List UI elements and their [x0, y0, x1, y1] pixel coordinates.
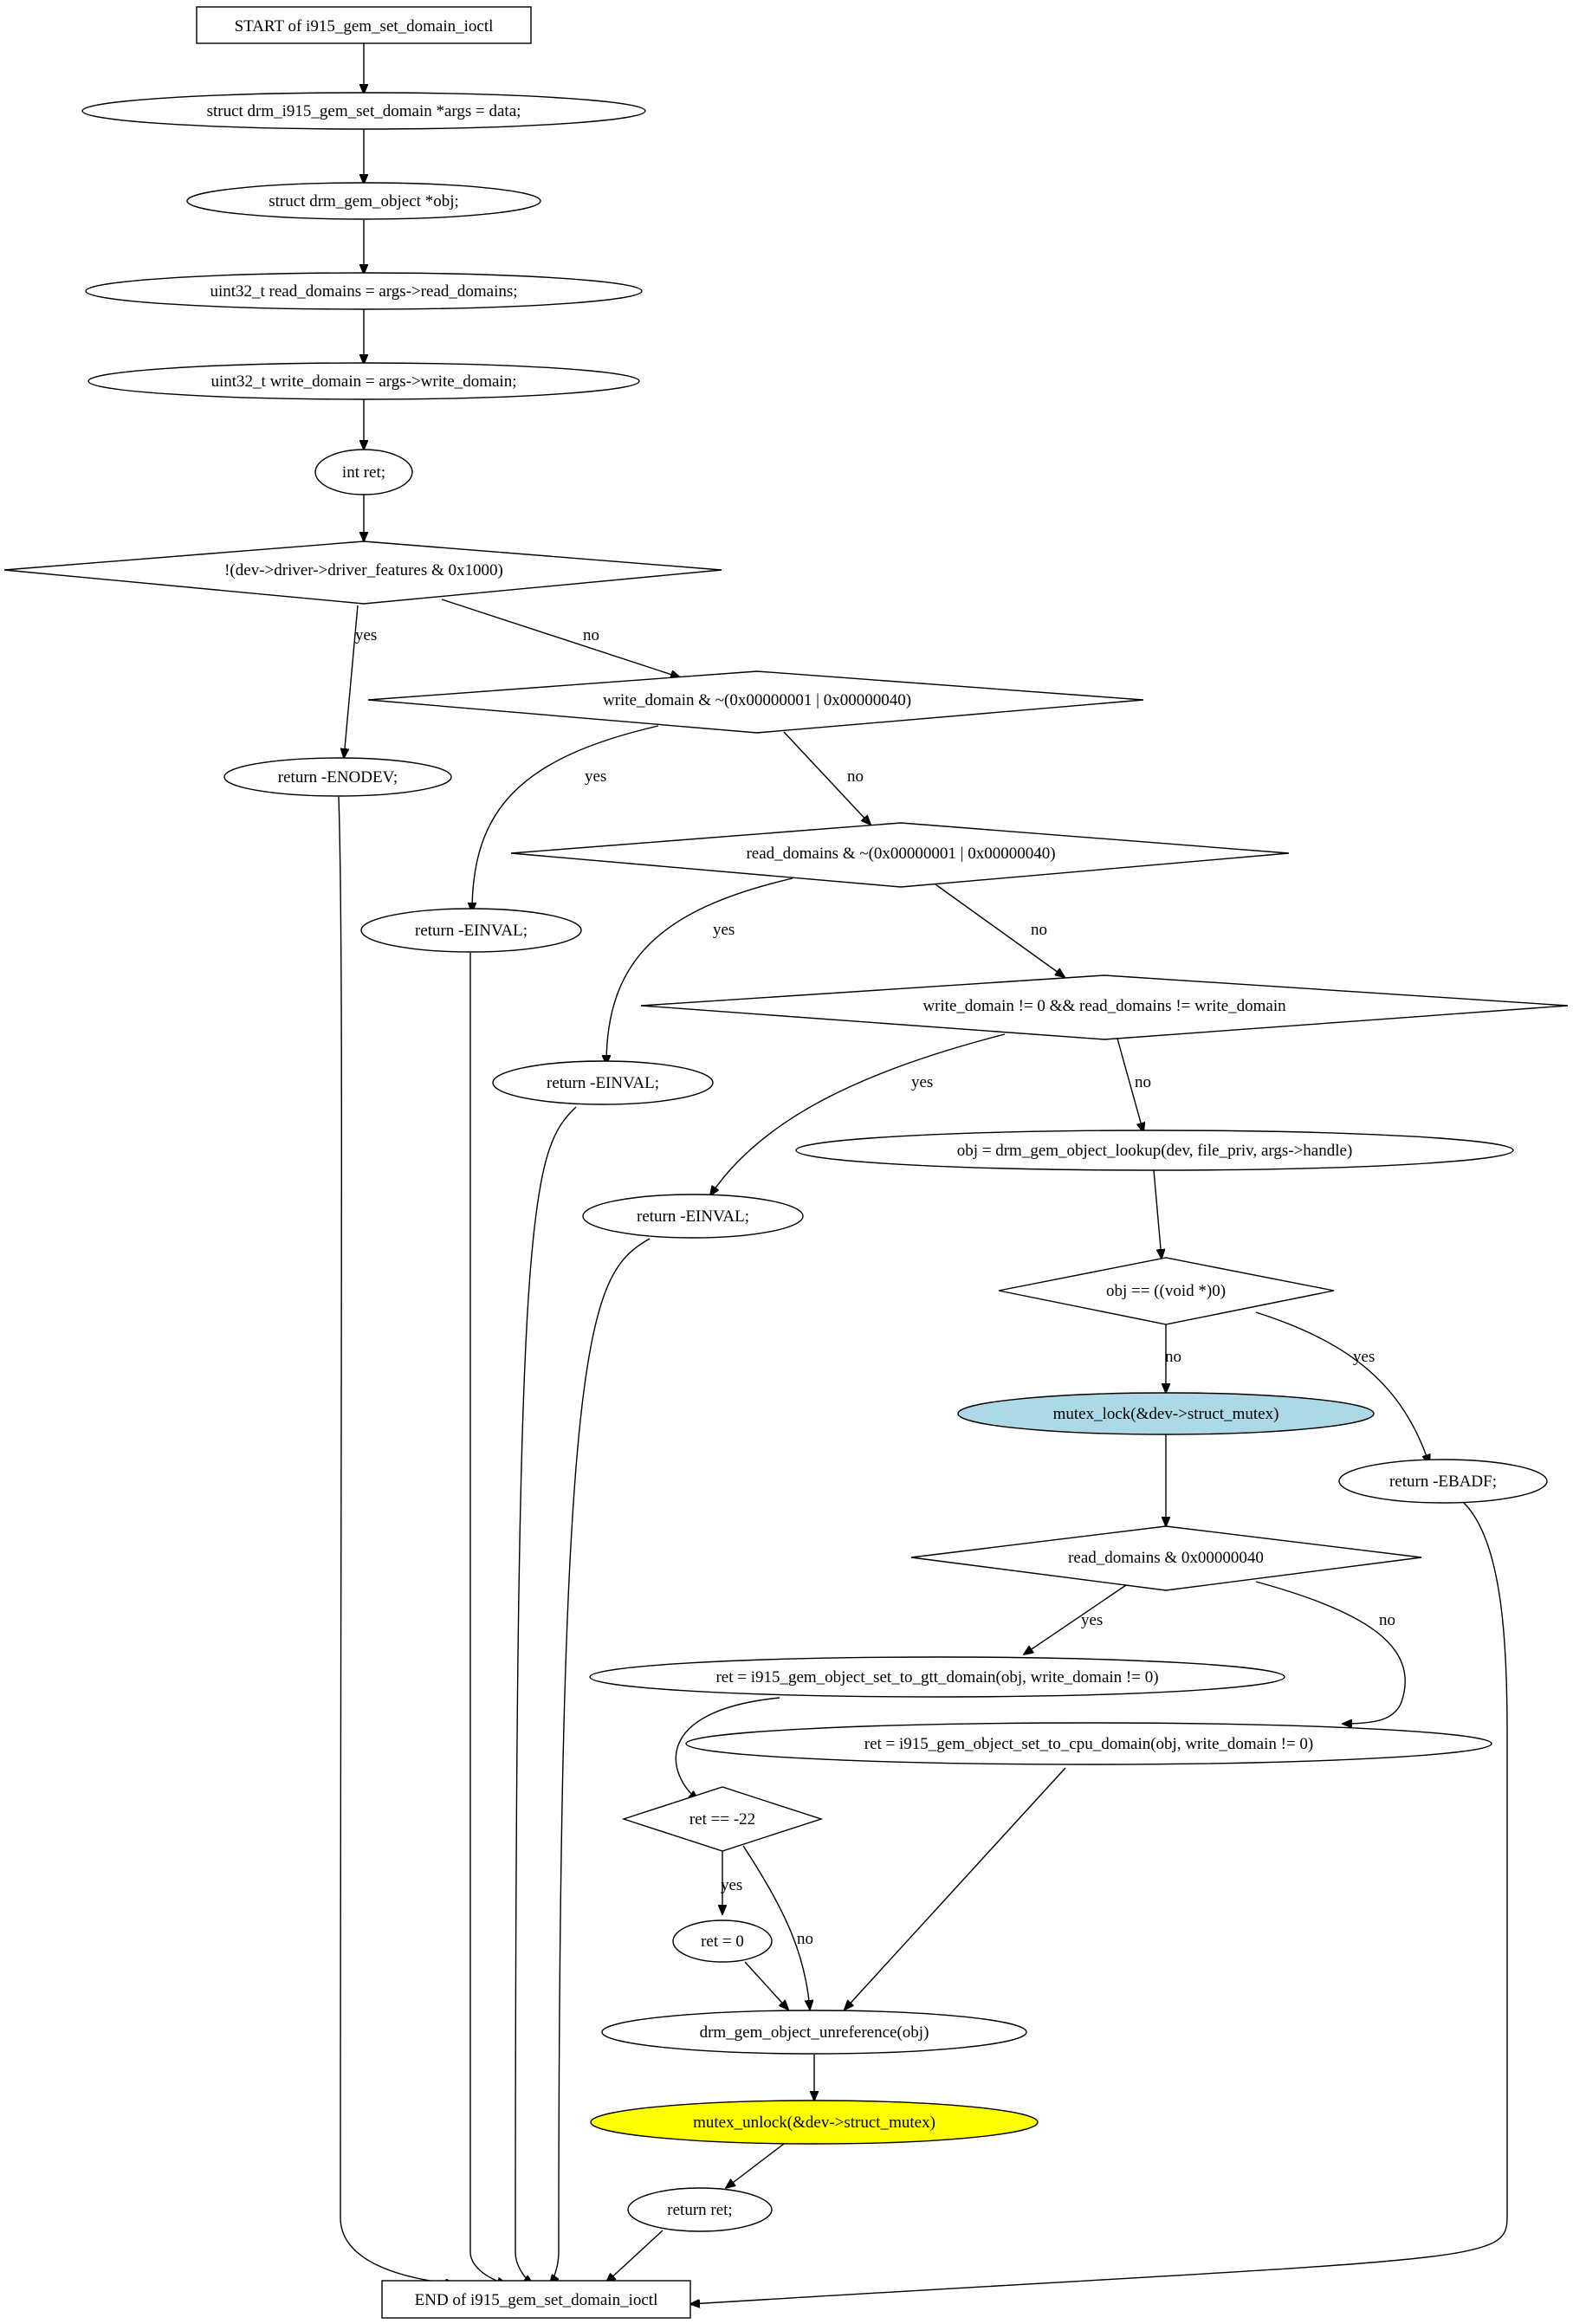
node-ret-einval-1: return -EINVAL;	[360, 908, 582, 953]
node-cond-gtt: read_domains & 0x00000040	[910, 1525, 1422, 1591]
edge-condret-unref	[742, 1845, 810, 2010]
svg-text:uint32_t read_domains = args->: uint32_t read_domains = args->read_domai…	[210, 282, 517, 301]
svg-text:return -EBADF;: return -EBADF;	[1389, 1473, 1497, 1491]
node-mutex-lock: mutex_lock(&dev->struct_mutex)	[957, 1392, 1375, 1435]
node-mutex-unlock: mutex_unlock(&dev->struct_mutex)	[590, 2100, 1039, 2145]
label-condgtt-no: no	[1379, 1611, 1395, 1629]
svg-text:mutex_unlock(&dev->struct_mute: mutex_unlock(&dev->struct_mutex)	[693, 2114, 935, 2132]
svg-text:int ret;: int ret;	[342, 463, 385, 482]
node-cond-write-ne: write_domain != 0 && read_domains != wri…	[640, 974, 1569, 1040]
node-ret-einval-2: return -EINVAL;	[492, 1060, 714, 1105]
svg-text:return -EINVAL;: return -EINVAL;	[547, 1074, 659, 1092]
svg-text:uint32_t write_domain = args->: uint32_t write_domain = args->write_doma…	[211, 372, 517, 391]
node-unref: drm_gem_object_unreference(obj)	[601, 2010, 1027, 2055]
node-read-domains: uint32_t read_domains = args->read_domai…	[85, 272, 643, 310]
svg-text:ret = 0: ret = 0	[701, 1932, 744, 1951]
svg-text:struct drm_i915_gem_set_domain: struct drm_i915_gem_set_domain *args = d…	[207, 102, 521, 120]
node-cond-read-mask: read_domains & ~(0x00000001 | 0x00000040…	[510, 822, 1290, 888]
node-return-ret: return ret;	[627, 2187, 773, 2232]
svg-text:ret = i915_gem_object_set_to_c: ret = i915_gem_object_set_to_cpu_domain(…	[864, 1735, 1313, 1753]
svg-text:struct drm_gem_object *obj;: struct drm_gem_object *obj;	[269, 192, 459, 210]
svg-text:obj = drm_gem_object_lookup(de: obj = drm_gem_object_lookup(dev, file_pr…	[957, 1142, 1353, 1160]
label-writene-yes: yes	[911, 1073, 933, 1091]
edge-labels: yes no yes no yes no yes no no yes yes n…	[355, 626, 1395, 1948]
edge-writene-einval3	[710, 1033, 1006, 1195]
edge-enodev-end	[338, 796, 455, 2284]
edge-setgtt-condret	[675, 1697, 780, 1800]
svg-text:obj == ((void *)0): obj == ((void *)0)	[1106, 1282, 1226, 1300]
svg-text:!(dev->driver->driver_features: !(dev->driver->driver_features & 0x1000)	[224, 561, 503, 579]
node-args: struct drm_i915_gem_set_domain *args = d…	[81, 92, 646, 130]
node-ret-einval-3: return -EINVAL;	[582, 1194, 804, 1239]
svg-text:END of i915_gem_set_domain_ioc: END of i915_gem_set_domain_ioctl	[415, 2291, 658, 2309]
svg-text:mutex_lock(&dev->struct_mutex): mutex_lock(&dev->struct_mutex)	[1053, 1405, 1279, 1423]
edge-features-writemask	[441, 599, 680, 677]
node-ret-ebadf: return -EBADF;	[1338, 1459, 1548, 1504]
label-condret-yes: yes	[721, 1876, 742, 1894]
edge-writene-lookup	[1117, 1038, 1143, 1132]
label-readmask-no: no	[1031, 921, 1047, 939]
node-set-cpu: ret = i915_gem_object_set_to_cpu_domain(…	[685, 1722, 1492, 1765]
node-obj-decl: struct drm_gem_object *obj;	[186, 182, 541, 220]
node-lookup: obj = drm_gem_object_lookup(dev, file_pr…	[795, 1130, 1514, 1171]
node-cond-ret: ret == -22	[621, 1786, 824, 1852]
edge-mutexunlock-returnret	[726, 2143, 785, 2188]
node-cond-obj-null: obj == ((void *)0)	[998, 1257, 1335, 1325]
svg-text:read_domains & 0x00000040: read_domains & 0x00000040	[1068, 1549, 1264, 1567]
svg-text:write_domain & ~(0x00000001 |: write_domain & ~(0x00000001 | 0x00000040…	[603, 691, 911, 709]
svg-text:return -EINVAL;: return -EINVAL;	[637, 1207, 749, 1226]
svg-text:START of i915_gem_set_domain_i: START of i915_gem_set_domain_ioctl	[235, 17, 494, 36]
label-writene-no: no	[1135, 1073, 1151, 1091]
node-set-gtt: ret = i915_gem_object_set_to_gtt_domain(…	[589, 1656, 1285, 1698]
nodes: START of i915_gem_set_domain_ioctl struc…	[3, 6, 1569, 2319]
edge-condgtt-setcpu	[1255, 1581, 1406, 1724]
svg-text:return -ENODEV;: return -ENODEV;	[278, 768, 398, 787]
label-condgtt-yes: yes	[1081, 1611, 1103, 1629]
node-write-domain: uint32_t write_domain = args->write_doma…	[87, 362, 640, 400]
edge-returnret-end	[606, 2230, 664, 2282]
label-features-no: no	[583, 626, 599, 644]
node-int-ret: int ret;	[314, 449, 413, 495]
node-start: START of i915_gem_set_domain_ioctl	[196, 6, 532, 44]
edge-features-enodev	[344, 605, 359, 758]
edge-readmask-einval2	[606, 877, 793, 1065]
svg-text:ret == -22: ret == -22	[689, 1810, 755, 1829]
edge-einval1-end	[469, 953, 507, 2284]
edge-objnull-ebadf	[1255, 1311, 1429, 1464]
node-ret-zero: ret = 0	[672, 1919, 773, 1963]
svg-text:return ret;: return ret;	[667, 2201, 732, 2219]
label-writemask-yes: yes	[585, 767, 606, 786]
edge-retzero-unref	[744, 1961, 788, 2010]
edge-einval2-end	[515, 1106, 577, 2284]
edge-writemask-einval1	[472, 725, 659, 912]
svg-text:return -EINVAL;: return -EINVAL;	[415, 922, 528, 940]
node-ret-enodev: return -ENODEV;	[223, 757, 452, 797]
svg-text:read_domains & ~(0x00000001 |: read_domains & ~(0x00000001 | 0x00000040…	[746, 845, 1055, 863]
label-features-yes: yes	[355, 626, 377, 644]
label-writemask-no: no	[847, 767, 864, 786]
edge-readmask-writene	[935, 884, 1065, 977]
edge-einval3-end	[550, 1238, 651, 2284]
edge-condgtt-setgtt	[1024, 1584, 1127, 1654]
edge-ebadf-end	[690, 1502, 1508, 2304]
svg-text:drm_gem_object_unreference(obj: drm_gem_object_unreference(obj)	[700, 2023, 929, 2042]
node-cond-write-mask: write_domain & ~(0x00000001 | 0x00000040…	[367, 670, 1144, 734]
label-condret-no: no	[797, 1930, 813, 1948]
edge-writemask-readmask	[783, 731, 871, 825]
node-end: END of i915_gem_set_domain_ioctl	[381, 2280, 691, 2319]
label-objnull-yes: yes	[1353, 1348, 1375, 1366]
label-readmask-yes: yes	[713, 921, 735, 939]
edge-setcpu-unref	[845, 1767, 1066, 2010]
edge-lookup-objnull	[1153, 1169, 1162, 1259]
node-cond-features: !(dev->driver->driver_features & 0x1000)	[3, 541, 722, 605]
label-objnull-no: no	[1165, 1348, 1181, 1366]
svg-text:ret = i915_gem_object_set_to_g: ret = i915_gem_object_set_to_gtt_domain(…	[715, 1668, 1158, 1686]
svg-text:write_domain != 0 && read_doma: write_domain != 0 && read_domains != wri…	[922, 997, 1286, 1015]
